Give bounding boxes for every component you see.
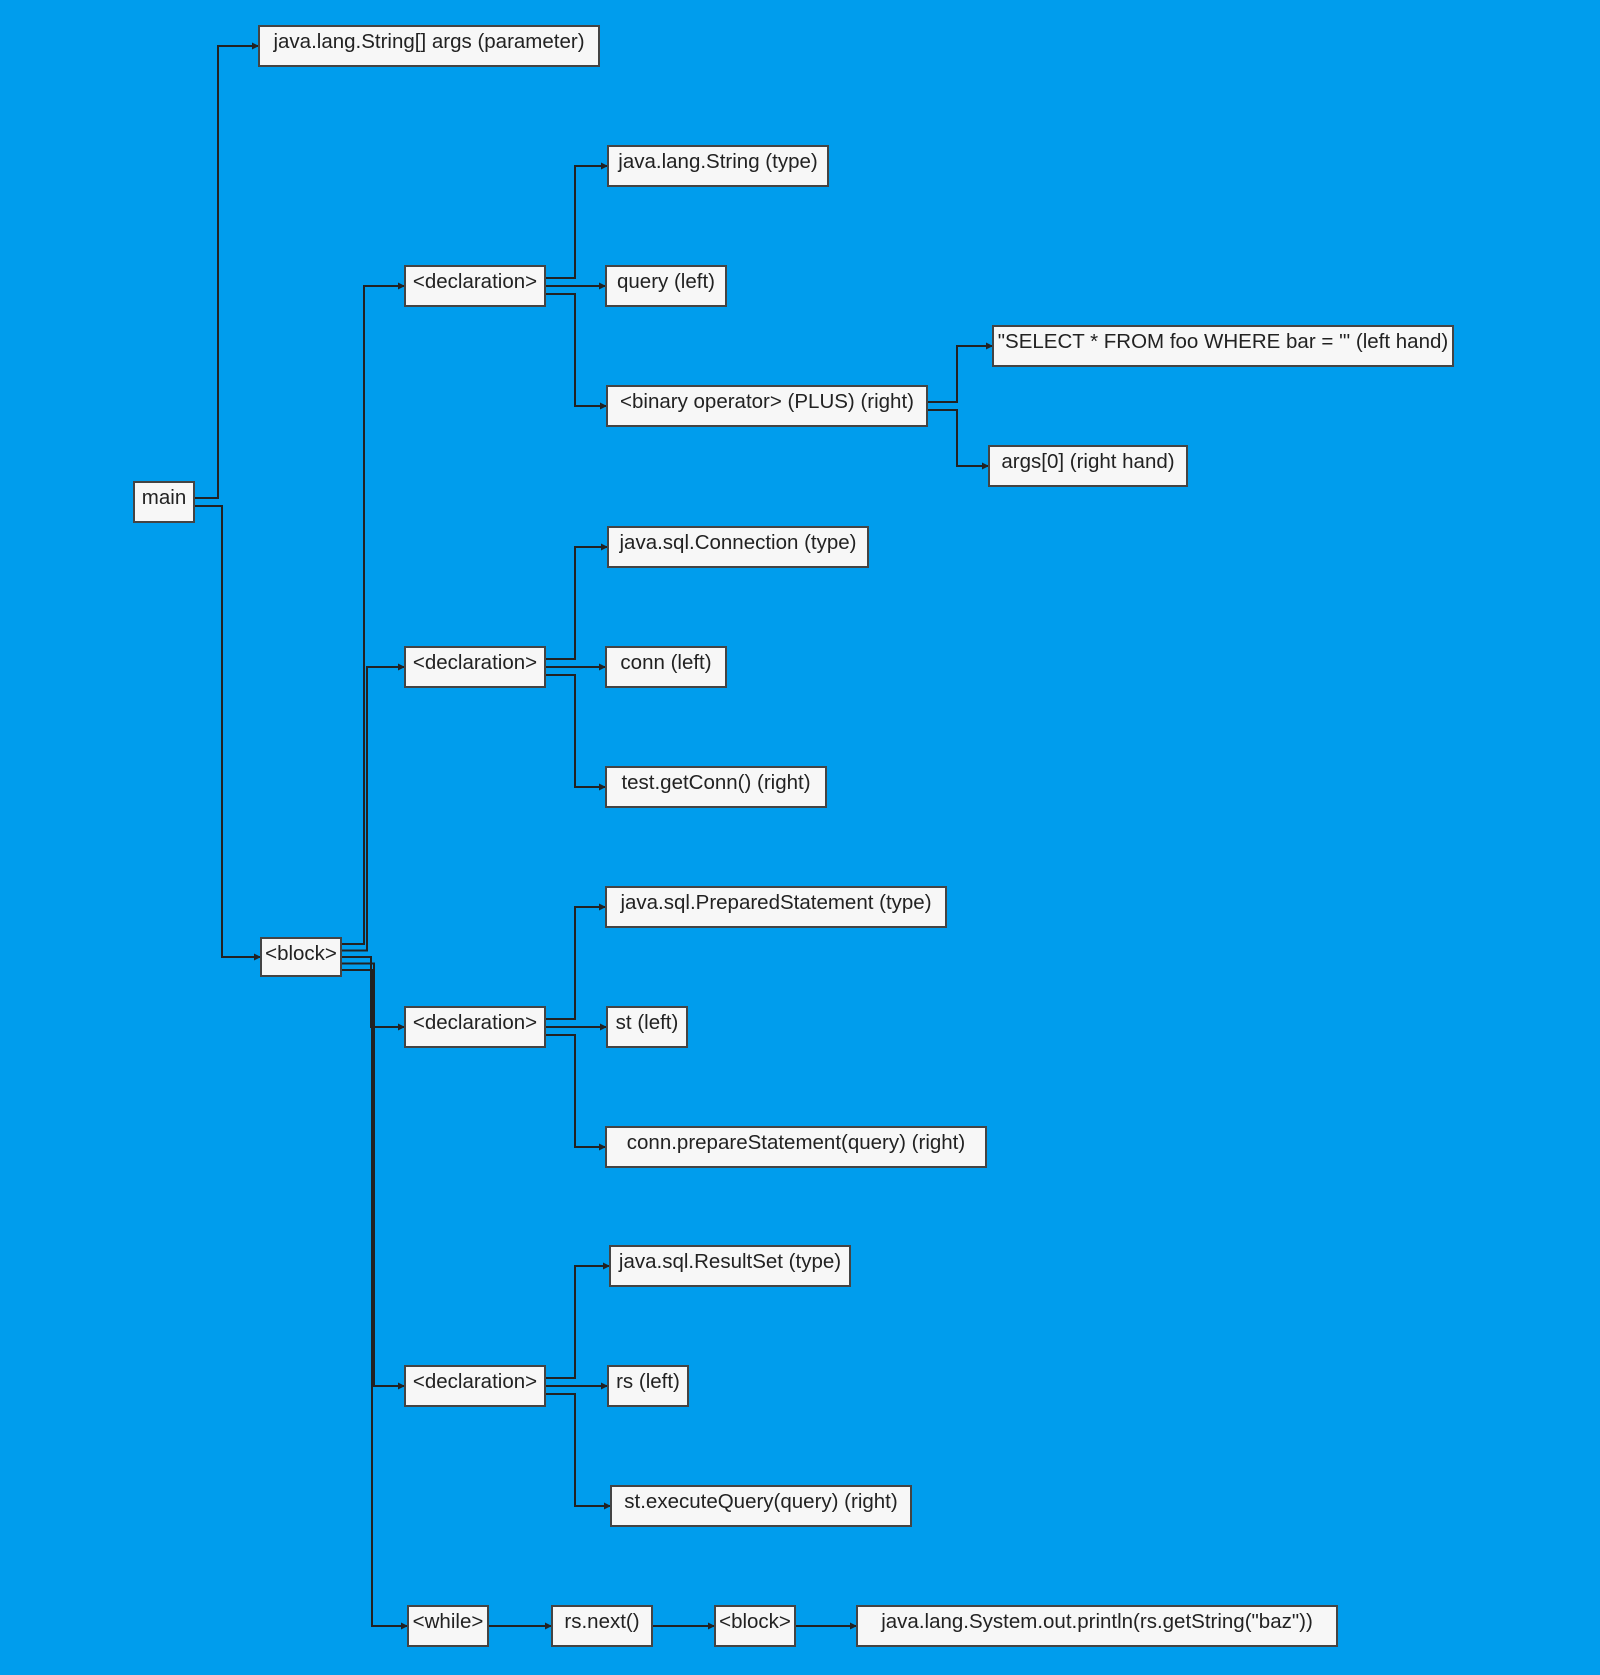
node-box [407, 1605, 489, 1647]
edge-decl4-to-d4-right [545, 1393, 611, 1510]
tree-node-decl3: <declaration> [404, 1006, 546, 1048]
node-box [988, 445, 1188, 487]
node-label: java.lang.System.out.println(rs.getStrin… [880, 1610, 1313, 1633]
node-label: rs (left) [616, 1370, 680, 1393]
tree-node-wblock: <block> [714, 1605, 796, 1647]
edge-block-to-decl4 [341, 962, 405, 1390]
node-label: query (left) [617, 270, 715, 293]
tree-node-decl1: <declaration> [404, 265, 546, 307]
node-label: conn.prepareStatement(query) (right) [627, 1131, 965, 1154]
node-box [856, 1605, 1338, 1647]
tree-node-d1-left: query (left) [605, 265, 727, 307]
edge-decl2-to-d2-right [545, 674, 606, 791]
node-box [404, 265, 546, 307]
tree-node-d3-right: conn.prepareStatement(query) (right) [605, 1126, 987, 1168]
node-box [606, 385, 928, 427]
node-label: test.getConn() (right) [621, 771, 810, 794]
node-label: <declaration> [413, 1370, 537, 1393]
node-label: conn (left) [620, 651, 711, 674]
node-box [607, 1365, 689, 1407]
edge-block-to-decl2 [341, 663, 405, 952]
node-box [607, 145, 829, 187]
tree-node-d4-type: java.sql.ResultSet (type) [609, 1245, 851, 1287]
node-label: <block> [265, 942, 337, 965]
tree-node-d4-right: st.executeQuery(query) (right) [610, 1485, 912, 1527]
tree-node-d1-right: <binary operator> (PLUS) (right) [606, 385, 928, 427]
node-label: main [142, 486, 186, 509]
tree-node-println: java.lang.System.out.println(rs.getStrin… [856, 1605, 1338, 1647]
edges-layer [194, 42, 993, 1630]
node-label: java.lang.String[] args (parameter) [272, 30, 584, 53]
edge-main-to-block [194, 505, 261, 961]
edge-decl4-to-d4-type [545, 1262, 610, 1379]
tree-node-d3-left: st (left) [606, 1006, 688, 1048]
node-label: <while> [413, 1610, 484, 1633]
node-label: java.sql.Connection (type) [618, 531, 856, 554]
edge-decl3-to-d3-type [545, 903, 606, 1020]
tree-node-param: java.lang.String[] args (parameter) [258, 25, 600, 67]
node-label: <declaration> [413, 651, 537, 674]
edge-block-to-while [341, 969, 408, 1630]
node-box [606, 1006, 688, 1048]
edge-d1-right-to-op-rh [927, 409, 989, 470]
node-box [404, 646, 546, 688]
tree-node-d1-type: java.lang.String (type) [607, 145, 829, 187]
edge-decl1-to-d1-right [545, 293, 607, 410]
node-box [605, 886, 947, 928]
tree-node-block: <block> [260, 937, 342, 977]
node-label: java.lang.String (type) [617, 150, 817, 173]
node-box [607, 526, 869, 568]
node-box [714, 1605, 796, 1647]
tree-node-decl4: <declaration> [404, 1365, 546, 1407]
tree-node-d3-type: java.sql.PreparedStatement (type) [605, 886, 947, 928]
node-label: <declaration> [413, 1011, 537, 1034]
node-label: st.executeQuery(query) (right) [624, 1490, 897, 1513]
node-label: rs.next() [564, 1610, 639, 1633]
node-box [605, 265, 727, 307]
node-box [404, 1365, 546, 1407]
edge-main-to-param [194, 42, 259, 499]
node-label: <binary operator> (PLUS) (right) [620, 390, 914, 413]
node-label: java.sql.ResultSet (type) [618, 1250, 841, 1273]
node-box [605, 1126, 987, 1168]
node-label: args[0] (right hand) [1001, 450, 1174, 473]
node-label: st (left) [616, 1011, 679, 1034]
node-box [551, 1605, 653, 1647]
tree-node-d2-type: java.sql.Connection (type) [607, 526, 869, 568]
node-box [605, 766, 827, 808]
tree-node-d2-left: conn (left) [605, 646, 727, 688]
node-box [258, 25, 600, 67]
node-box [609, 1245, 851, 1287]
tree-node-main: main [133, 481, 195, 523]
tree-node-d4-left: rs (left) [607, 1365, 689, 1407]
tree-node-op-rh: args[0] (right hand) [988, 445, 1188, 487]
node-box [133, 481, 195, 523]
nodes-layer: main java.lang.String[] args (parameter) <… [133, 25, 1454, 1647]
tree-node-while: <while> [407, 1605, 489, 1647]
node-label: "SELECT * FROM foo WHERE bar = '" (left … [998, 330, 1448, 353]
edge-decl2-to-d2-type [545, 543, 608, 660]
node-box [404, 1006, 546, 1048]
node-box [260, 937, 342, 977]
edge-block-to-decl1 [341, 282, 405, 945]
edge-d1-right-to-op-lh [927, 342, 993, 403]
tree-node-cond: rs.next() [551, 1605, 653, 1647]
node-label: <block> [719, 1610, 791, 1633]
edge-decl3-to-d3-right [545, 1034, 606, 1151]
tree-node-op-lh: "SELECT * FROM foo WHERE bar = '" (left … [992, 325, 1454, 367]
node-box [610, 1485, 912, 1527]
node-label: <declaration> [413, 270, 537, 293]
node-box [992, 325, 1454, 367]
tree-node-d2-right: test.getConn() (right) [605, 766, 827, 808]
node-box [605, 646, 727, 688]
node-label: java.sql.PreparedStatement (type) [619, 891, 931, 914]
tree-node-decl2: <declaration> [404, 646, 546, 688]
edge-decl1-to-d1-type [545, 162, 608, 279]
